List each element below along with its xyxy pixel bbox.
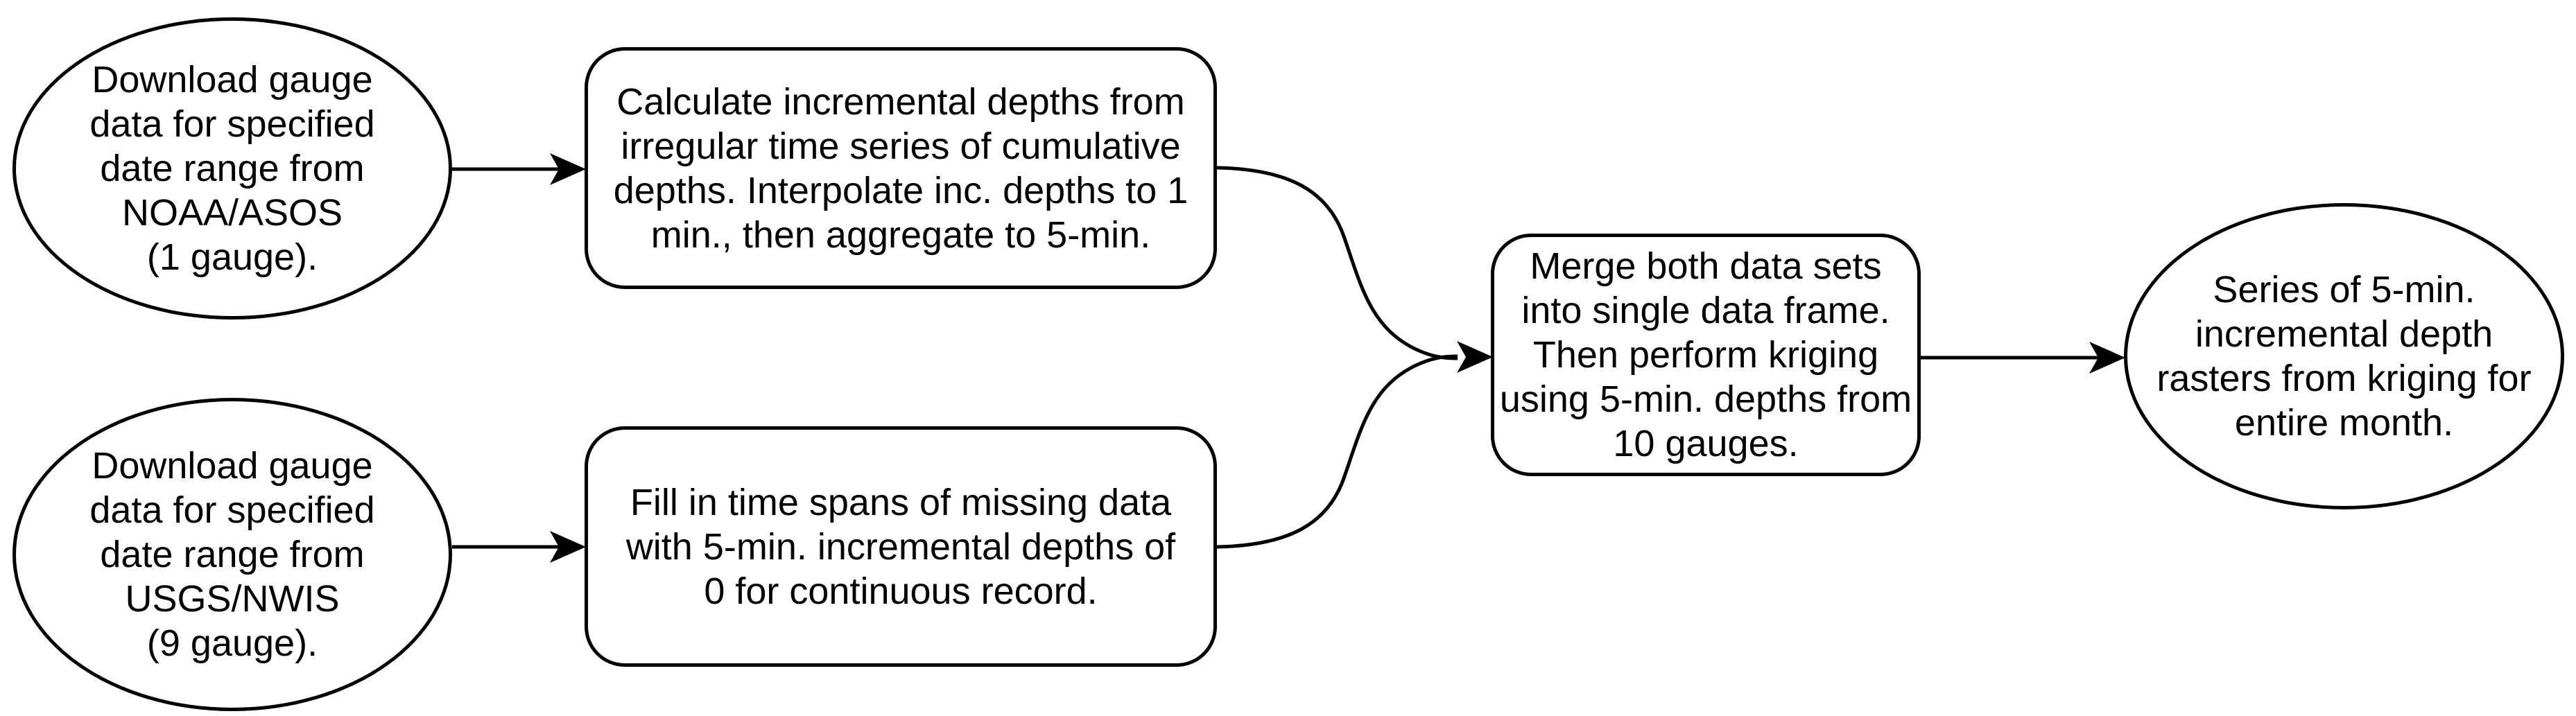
- node-merge-and-krige: Merge both data sets into single data fr…: [1491, 234, 1921, 476]
- node-calculate-text-line: irregular time series of cumulative: [621, 125, 1181, 167]
- node-download-noaa-text-line: Download gauge: [92, 59, 373, 101]
- node-download-noaa-text-line: NOAA/ASOS: [121, 192, 343, 234]
- node-merge-text-line: into single data frame.: [1521, 290, 1890, 331]
- node-download-usgs-text-line: data for specified: [89, 489, 375, 531]
- node-fill-missing-data: Fill in time spans of missing data with …: [585, 426, 1217, 667]
- node-download-usgs-text-line: (9 gauge).: [146, 622, 318, 664]
- node-download-noaa: Download gauge data for specified date r…: [12, 17, 452, 320]
- arrowhead-merge-to-output: [2089, 342, 2125, 374]
- node-merge-text-line: 10 gauges.: [1613, 423, 1799, 464]
- node-output-text-line: incremental depth: [2195, 313, 2493, 355]
- node-download-usgs-text-line: USGS/NWIS: [125, 578, 340, 620]
- node-calculate-text-line: min., then aggregate to 5-min.: [650, 213, 1151, 256]
- arrowhead-usgs-to-fill: [550, 531, 586, 563]
- node-merge-text-line: Then perform kriging: [1532, 334, 1879, 376]
- node-merge-text-line: using 5-min. depths from: [1499, 378, 1912, 420]
- node-download-noaa-text-line: data for specified: [89, 103, 375, 145]
- node-output-text-line: entire month.: [2234, 402, 2454, 444]
- node-merge-text-line: Merge both data sets: [1530, 245, 1882, 287]
- node-fill-text-line: with 5-min. incremental depths of: [625, 525, 1176, 568]
- arrowhead-noaa-to-calc: [550, 153, 586, 185]
- node-download-usgs-text-line: date range from: [100, 534, 365, 575]
- arrowhead-merge-input: [1457, 341, 1493, 373]
- node-download-noaa-text-line: (1 gauge).: [146, 236, 318, 278]
- node-fill-text-line: 0 for continuous record.: [704, 570, 1098, 612]
- node-calculate-incremental-depths: Calculate incremental depths from irregu…: [585, 47, 1217, 289]
- node-output-text-line: Series of 5-min.: [2213, 269, 2475, 311]
- edge-fill-to-merge: [1216, 354, 1458, 549]
- edge-calc-to-merge: [1216, 166, 1458, 360]
- node-download-usgs: Download gauge data for specified date r…: [12, 398, 452, 711]
- node-download-noaa-text-line: date range from: [100, 148, 365, 189]
- node-fill-text-line: Fill in time spans of missing data: [630, 481, 1172, 523]
- node-output-text-line: rasters from kriging for: [2156, 358, 2532, 399]
- node-calculate-text-line: depths. Interpolate inc. depths to 1: [613, 169, 1188, 211]
- node-download-usgs-text-line: Download gauge: [92, 445, 373, 487]
- node-output-rasters: Series of 5-min. incremental depth raste…: [2124, 203, 2564, 509]
- node-calculate-text-line: Calculate incremental depths from: [616, 80, 1185, 123]
